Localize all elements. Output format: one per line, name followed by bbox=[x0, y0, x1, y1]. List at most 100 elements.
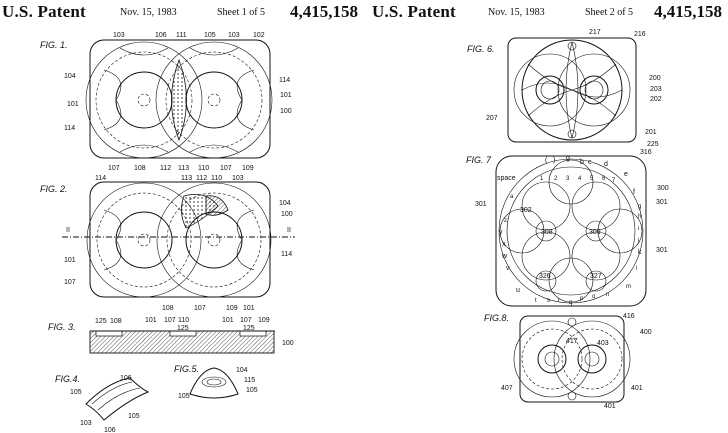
drawing-stroke bbox=[201, 376, 227, 388]
fig1: FIG. 1. 103 106 111 105 103 102 104 114 … bbox=[40, 32, 292, 172]
patent-label: U.S. Patent bbox=[2, 2, 86, 21]
drawing-stroke bbox=[535, 220, 557, 242]
reference-numeral: 104 bbox=[236, 367, 248, 374]
drawing-stroke bbox=[571, 231, 621, 281]
patent-date: Nov. 15, 1983 bbox=[120, 7, 177, 18]
reference-numeral: 401 bbox=[604, 403, 616, 410]
fig5-label: FIG.5. bbox=[174, 364, 199, 374]
reference-numeral: t bbox=[535, 298, 537, 304]
reference-numeral: 109 bbox=[258, 317, 270, 324]
drawing-stroke bbox=[540, 80, 560, 100]
fig5: FIG.5. 104 115 105 105 bbox=[174, 364, 258, 400]
reference-numeral: q bbox=[569, 300, 572, 306]
fig7-board bbox=[495, 155, 647, 307]
reference-numeral: 2 bbox=[554, 176, 558, 182]
reference-numeral: 202 bbox=[650, 96, 662, 103]
fig8-board bbox=[519, 315, 625, 403]
drawing-stroke bbox=[499, 208, 545, 254]
reference-numeral: 4 bbox=[578, 176, 582, 182]
reference-numeral: 101 bbox=[145, 317, 157, 324]
reference-numeral: g bbox=[638, 204, 641, 210]
fig5-piece bbox=[189, 367, 239, 399]
reference-numeral: 106 bbox=[104, 427, 116, 433]
fig8: FIG.8. 416 400 417 403 407 401 401 bbox=[484, 313, 652, 410]
drawing-stroke bbox=[165, 51, 263, 149]
reference-numeral: w bbox=[501, 253, 508, 260]
reference-numeral: 114 bbox=[281, 251, 292, 258]
reference-numeral: 108 bbox=[134, 165, 146, 172]
drawing-stroke bbox=[567, 129, 577, 139]
reference-numeral: 100 bbox=[280, 108, 292, 115]
reference-numeral: 106 bbox=[120, 375, 132, 382]
reference-numeral: 102 bbox=[253, 32, 265, 39]
reference-numeral: l bbox=[636, 266, 637, 272]
reference-numeral: s bbox=[547, 298, 550, 304]
drawing-stroke bbox=[585, 270, 607, 292]
reference-numeral: p bbox=[580, 296, 584, 302]
drawing-stroke bbox=[156, 182, 272, 298]
reference-numeral: 110 bbox=[211, 175, 222, 182]
drawing-stroke bbox=[548, 257, 594, 303]
reference-numeral: v bbox=[506, 265, 510, 272]
drawing-stroke bbox=[95, 330, 123, 337]
reference-numeral: 125 bbox=[243, 325, 255, 332]
sheet-number: Sheet 2 of 5 bbox=[585, 7, 634, 18]
reference-numeral: 110 bbox=[178, 317, 189, 324]
fig6-label: FIG. 6. bbox=[467, 44, 495, 54]
reference-numeral: 103 bbox=[232, 175, 244, 182]
reference-numeral: 108 bbox=[110, 318, 122, 325]
drawing-stroke bbox=[567, 391, 577, 401]
fig1-right-disc bbox=[155, 41, 273, 159]
reference-numeral: 301 bbox=[475, 201, 487, 208]
reference-numeral: 103 bbox=[228, 32, 240, 39]
reference-numeral: 403 bbox=[597, 340, 609, 347]
reference-numeral: 104 bbox=[64, 73, 76, 80]
fig4-piece bbox=[85, 377, 150, 421]
reference-numeral: 113 bbox=[181, 175, 192, 182]
reference-numeral: d bbox=[604, 161, 608, 168]
drawing-stroke bbox=[584, 80, 604, 100]
reference-numeral: f bbox=[633, 189, 635, 196]
reference-numeral: 400 bbox=[640, 329, 652, 336]
reference-numeral: 3 bbox=[566, 176, 570, 182]
reference-numeral: b bbox=[580, 159, 584, 166]
reference-numeral: 115 bbox=[244, 377, 255, 384]
fig1-stippled-lens bbox=[171, 58, 187, 142]
fig2-label: FIG. 2. bbox=[40, 184, 68, 194]
drawing-stroke bbox=[189, 47, 239, 56]
drawing-stroke bbox=[521, 328, 583, 390]
drawing-stroke bbox=[585, 220, 607, 242]
reference-numeral: 113 bbox=[178, 165, 189, 172]
drawing-stroke bbox=[103, 209, 122, 271]
reference-numeral: 5 bbox=[590, 176, 594, 182]
reference-numeral: 107 bbox=[164, 317, 176, 324]
reference-numeral: 105 bbox=[246, 387, 258, 394]
fig2-board bbox=[89, 181, 271, 298]
sheet-number: Sheet 1 of 5 bbox=[217, 7, 266, 18]
sheet2-header: U.S. Patent Nov. 15, 1983 Sheet 2 of 5 4… bbox=[372, 2, 722, 22]
reference-numeral: 101 bbox=[222, 317, 234, 324]
fig8-label: FIG.8. bbox=[484, 313, 509, 323]
reference-numeral: u bbox=[516, 287, 520, 294]
drawing-stroke bbox=[567, 41, 577, 51]
drawing-stroke bbox=[513, 53, 587, 127]
reference-numeral: 316 bbox=[640, 149, 652, 156]
reference-numeral: 101 bbox=[64, 257, 76, 264]
reference-numeral: 125 bbox=[95, 318, 107, 325]
reference-numeral: 114 bbox=[64, 125, 75, 132]
reference-numeral: 105 bbox=[178, 393, 190, 400]
reference-numeral: 107 bbox=[108, 165, 120, 172]
drawing-stroke bbox=[498, 158, 644, 304]
drawing-stroke bbox=[206, 378, 222, 386]
drawing-stroke bbox=[521, 231, 571, 281]
drawing-stroke bbox=[513, 320, 591, 398]
reference-numeral: ) bbox=[553, 157, 555, 164]
reference-numeral: space bbox=[497, 175, 516, 182]
drawing-stroke bbox=[95, 51, 193, 149]
drawing-stroke bbox=[597, 208, 643, 254]
reference-numeral: 105 bbox=[128, 413, 140, 420]
fig1-left-disc bbox=[85, 41, 203, 159]
reference-numeral: 302 bbox=[520, 207, 532, 214]
reference-numeral: 301 bbox=[656, 247, 668, 254]
